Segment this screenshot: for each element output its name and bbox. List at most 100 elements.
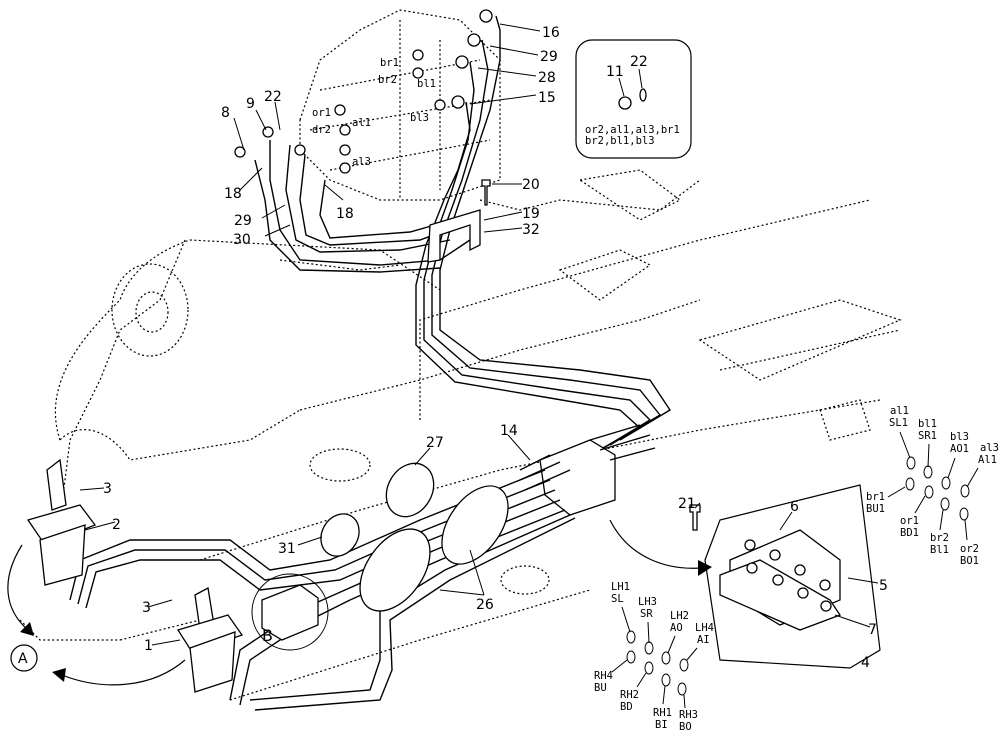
callout-16: 16 <box>542 25 560 41</box>
callout-28: 28 <box>538 70 556 86</box>
arrow-to-a <box>7 544 29 631</box>
callout-4: 4 <box>861 655 870 671</box>
svg-text:BI: BI <box>655 719 668 731</box>
inset-callout-11: 11 <box>606 64 624 80</box>
callout-1: 1 <box>144 638 153 654</box>
callout-2: 2 <box>112 517 121 533</box>
svg-text:SL1: SL1 <box>889 417 908 429</box>
valve-fittings <box>234 9 493 174</box>
inset-ports-line1: or2,al1,al3,br1 <box>585 124 680 136</box>
port-label-bl1: bl1 <box>417 78 436 90</box>
callout-27: 27 <box>426 435 444 451</box>
svg-text:RH3: RH3 <box>679 709 698 721</box>
joystick-right <box>176 586 244 693</box>
callout-31: 31 <box>278 541 296 557</box>
svg-text:LH4: LH4 <box>695 622 714 634</box>
callout-32: 32 <box>522 222 540 238</box>
svg-text:or1: or1 <box>900 515 919 527</box>
svg-text:bl3: bl3 <box>950 431 969 443</box>
joystick-left <box>26 458 97 586</box>
arrow-to-detail <box>609 519 701 569</box>
svg-text:RH4: RH4 <box>594 670 613 682</box>
svg-text:SR1: SR1 <box>918 430 937 442</box>
hose-clamp <box>427 209 481 263</box>
view-b-label: B <box>262 626 273 645</box>
svg-text:al1: al1 <box>890 405 909 417</box>
port-label-al1: al1 <box>352 117 371 129</box>
inset-ports-line2: br2,bl1,bl3 <box>585 135 655 147</box>
callout-15: 15 <box>538 90 556 106</box>
callout-7: 7 <box>868 622 877 638</box>
svg-text:SR: SR <box>640 608 653 620</box>
port-label-br2: br2 <box>378 74 397 86</box>
callout-20: 20 <box>522 177 540 193</box>
svg-text:BO1: BO1 <box>960 555 979 567</box>
svg-text:AO1: AO1 <box>950 443 969 455</box>
svg-text:LH2: LH2 <box>670 610 689 622</box>
callout-14: 14 <box>500 423 518 439</box>
inset-callout-22: 22 <box>630 54 648 70</box>
svg-text:br1: br1 <box>866 491 885 503</box>
grommet-26b <box>441 485 509 565</box>
svg-text:al3: al3 <box>980 442 999 454</box>
callout-29b: 29 <box>234 213 252 229</box>
view-a-circle <box>10 644 38 672</box>
callout-3: 3 <box>103 481 112 497</box>
detail-view-manifold <box>689 484 881 669</box>
svg-text:BD: BD <box>620 701 633 713</box>
callout-numbers: 16 29 28 15 8 9 22 18 29 30 18 20 19 32 … <box>103 25 888 671</box>
callout-leaders <box>79 23 879 646</box>
callout-8: 8 <box>221 105 230 121</box>
callout-22: 22 <box>264 89 282 105</box>
port-label-br1: br1 <box>380 57 399 69</box>
arrow-to-a-2 <box>61 659 186 686</box>
machine-frame-outline <box>19 169 902 701</box>
callout-18: 18 <box>224 186 242 202</box>
arrow-to-a-2-head <box>52 668 66 682</box>
callout-3b: 3 <box>142 600 151 616</box>
port-label-al3: al3 <box>352 156 371 168</box>
svg-text:LH3: LH3 <box>638 596 657 608</box>
svg-text:BD1: BD1 <box>900 527 919 539</box>
svg-text:RH1: RH1 <box>653 707 672 719</box>
grommet-27 <box>385 462 435 518</box>
callout-6: 6 <box>790 499 799 515</box>
detail-b-circle <box>251 573 329 651</box>
svg-text:Al1: Al1 <box>978 454 997 466</box>
svg-text:AI: AI <box>697 634 710 646</box>
callout-29: 29 <box>540 49 558 65</box>
svg-text:or2: or2 <box>960 543 979 555</box>
manifold-block <box>519 424 656 516</box>
svg-text:BO: BO <box>679 721 692 733</box>
callout-21: 21 <box>678 496 696 512</box>
callout-5: 5 <box>879 578 888 594</box>
callout-26: 26 <box>476 597 494 613</box>
grommet-31 <box>320 513 360 557</box>
valve-port-labels: br1 br2 bl1 or1 dr2 al1 bl3 al3 <box>312 57 436 168</box>
callout-9: 9 <box>246 96 255 112</box>
svg-text:LH1: LH1 <box>611 581 630 593</box>
callout-18b: 18 <box>336 206 354 222</box>
control-valve-block <box>299 9 501 201</box>
port-label-dr2: dr2 <box>312 124 331 136</box>
port-label-bl3: bl3 <box>410 112 429 124</box>
svg-text:SL: SL <box>611 593 624 605</box>
svg-text:RH2: RH2 <box>620 689 639 701</box>
callout-30: 30 <box>233 232 251 248</box>
